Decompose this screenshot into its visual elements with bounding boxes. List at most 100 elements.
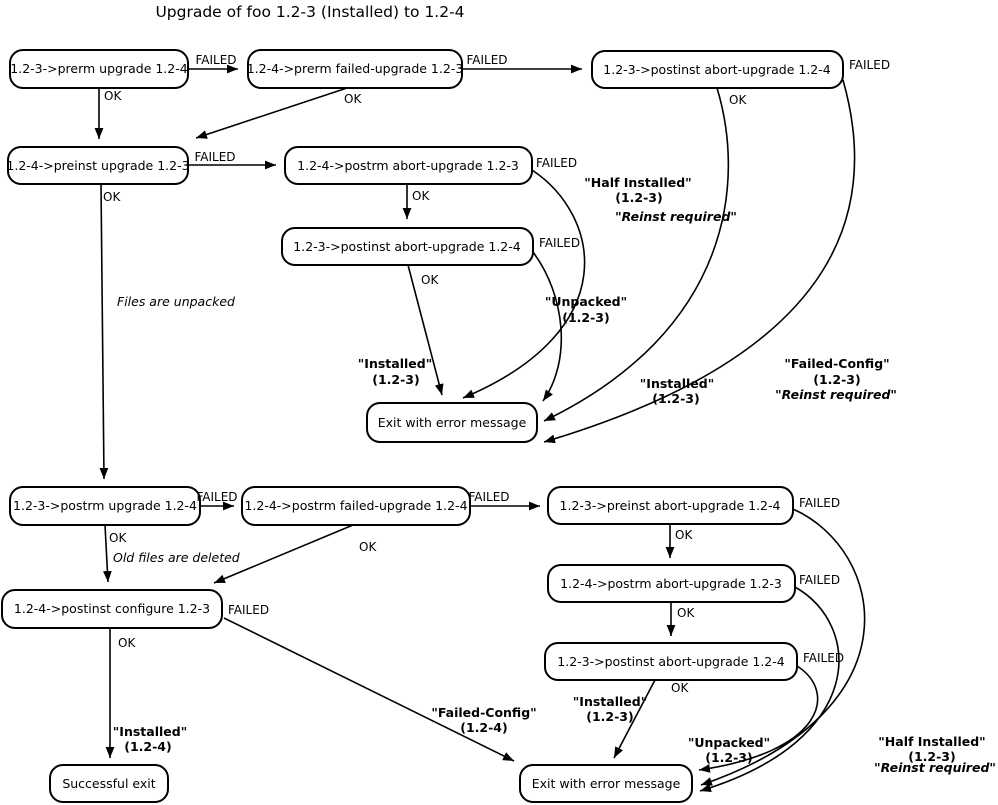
node-preinst-upgrade: 1.2-4->preinst upgrade 1.2-3	[6, 146, 190, 185]
node-postrm-failed-upgrade: 1.2-4->postrm failed-upgrade 1.2-4	[241, 486, 471, 526]
state-half-installed-top-line2: (1.2-3)	[615, 190, 662, 205]
label-failed-postinst-abort-2: FAILED	[539, 236, 580, 250]
node-exit-error-1-label: Exit with error message	[378, 415, 527, 430]
state-half-installed-bottom-line2: (1.2-3)	[908, 749, 955, 764]
label-ok-postinst-configure: OK	[118, 636, 136, 650]
state-failed-config-bottom-line1: "Failed-Config"	[431, 705, 536, 720]
state-half-installed-top-line3: "Reinst required"	[615, 209, 737, 224]
node-postinst-configure-label: 1.2-4->postinst configure 1.2-3	[14, 601, 210, 616]
node-postinst-abort-3: 1.2-3->postinst abort-upgrade 1.2-4	[544, 642, 798, 681]
state-installed-mid-left-line1: "Installed"	[358, 356, 432, 371]
node-preinst-upgrade-box	[7, 146, 189, 185]
state-installed-mid-right: "Installed" (1.2-3)	[640, 376, 714, 406]
node-postrm-abort-1-box	[284, 146, 533, 185]
node-postinst-abort-2: 1.2-3->postinst abort-upgrade 1.2-4	[281, 227, 534, 266]
node-postinst-configure: 1.2-4->postinst configure 1.2-3	[1, 589, 223, 629]
state-installed-mid-right-line1: "Installed"	[640, 376, 714, 391]
edge-postrm-failed-upgrade-ok	[213, 524, 354, 584]
node-postinst-configure-box	[1, 589, 223, 629]
node-postinst-abort-3-box	[544, 642, 798, 681]
node-preinst-abort-label: 1.2-3->preinst abort-upgrade 1.2-4	[560, 498, 781, 513]
node-exit-error-2: Exit with error message	[519, 764, 693, 803]
node-postrm-abort-1: 1.2-4->postrm abort-upgrade 1.2-3	[284, 146, 533, 185]
node-prerm-failed-upgrade-box	[247, 49, 463, 89]
label-failed-postrm-upgrade: FAILED	[196, 490, 237, 504]
state-unpacked-mid-line1: "Unpacked"	[545, 294, 627, 309]
state-failed-config-bottom-line2: (1.2-4)	[460, 720, 507, 735]
label-failed-postinst-abort-3: FAILED	[803, 651, 844, 665]
label-failed-preinst-abort: FAILED	[799, 496, 840, 510]
state-half-installed-bottom-line1: "Half Installed"	[878, 734, 985, 749]
node-postrm-failed-upgrade-label: 1.2-4->postrm failed-upgrade 1.2-4	[244, 498, 467, 513]
edge-postinst-abort-2-ok	[407, 264, 444, 396]
label-failed-postinst-configure: FAILED	[228, 603, 269, 617]
edge-postrm-abort-1-failed	[462, 169, 586, 399]
state-failed-config-mid-line3: "Reinst required"	[775, 387, 897, 402]
state-installed-bottom-mid-line2: (1.2-3)	[586, 709, 633, 724]
node-preinst-abort: 1.2-3->preinst abort-upgrade 1.2-4	[547, 486, 794, 525]
state-unpacked-mid-line2: (1.2-3)	[562, 310, 609, 325]
node-postinst-abort-3-label: 1.2-3->postinst abort-upgrade 1.2-4	[557, 654, 784, 669]
label-ok-postrm-upgrade: OK	[109, 531, 127, 545]
label-ok-postrm-failed-upgrade: OK	[359, 540, 377, 554]
edge-postinst-abort-1-ok	[543, 87, 730, 422]
state-installed-bottom-mid-line1: "Installed"	[573, 694, 647, 709]
label-ok-postrm-abort-1: OK	[412, 189, 430, 203]
node-postinst-abort-2-box	[281, 227, 534, 266]
edge-postinst-abort-1-failed	[543, 79, 856, 444]
state-failed-config-mid-line2: (1.2-3)	[813, 372, 860, 387]
node-prerm-failed-upgrade-label: 1.2-4->prerm failed-upgrade 1.2-3	[247, 61, 464, 76]
node-successful-exit-box	[49, 764, 169, 803]
state-installed-bottom-mid: "Installed" (1.2-3)	[573, 694, 647, 724]
node-exit-error-2-box	[519, 764, 693, 803]
node-prerm-upgrade-label: 1.2-3->prerm upgrade 1.2-4	[10, 61, 187, 76]
node-exit-error-1-box	[366, 402, 538, 443]
node-successful-exit-label: Successful exit	[62, 776, 155, 791]
edge-postinst-abort-2-failed	[532, 251, 563, 402]
note-files-unpacked: Files are unpacked	[117, 294, 235, 309]
node-exit-error-1: Exit with error message	[366, 402, 538, 443]
node-postrm-upgrade-box	[9, 486, 201, 526]
state-installed-mid-right-line2: (1.2-3)	[652, 391, 699, 406]
node-preinst-upgrade-label: 1.2-4->preinst upgrade 1.2-3	[6, 158, 189, 173]
label-failed-postinst-abort-1: FAILED	[849, 58, 890, 72]
node-postrm-abort-2-label: 1.2-4->postrm abort-upgrade 1.2-3	[560, 576, 782, 591]
state-installed-bottom-left-line1: "Installed"	[113, 724, 187, 739]
label-ok-postrm-abort-2: OK	[677, 606, 695, 620]
state-installed-bottom-left-line2: (1.2-4)	[124, 739, 171, 754]
label-failed-postrm-abort-1: FAILED	[536, 156, 577, 170]
node-exit-error-2-label: Exit with error message	[532, 776, 681, 791]
state-half-installed-bottom: "Half Installed" (1.2-3) "Reinst require…	[874, 734, 996, 775]
edge-prerm-failed-upgrade-ok	[195, 87, 348, 139]
node-successful-exit: Successful exit	[49, 764, 169, 803]
edge-preinst-abort-failed	[700, 508, 866, 786]
state-installed-bottom-left: "Installed" (1.2-4)	[113, 724, 187, 754]
node-postrm-upgrade: 1.2-3->postrm upgrade 1.2-4	[9, 486, 201, 526]
label-failed-preinst-upgrade: FAILED	[194, 150, 235, 164]
label-ok-preinst-upgrade: OK	[103, 190, 121, 204]
node-postrm-failed-upgrade-box	[241, 486, 471, 526]
label-failed-prerm-failed-upgrade: FAILED	[466, 53, 507, 67]
node-postrm-abort-1-label: 1.2-4->postrm abort-upgrade 1.2-3	[297, 158, 519, 173]
diagram-title: Upgrade of foo 1.2-3 (Installed) to 1.2-…	[155, 3, 464, 21]
label-failed-postrm-abort-2: FAILED	[799, 573, 840, 587]
label-failed-postrm-failed-upgrade: FAILED	[468, 490, 509, 504]
label-ok-postinst-abort-3: OK	[671, 681, 689, 695]
edge-postinst-abort-3-failed	[698, 665, 819, 773]
state-half-installed-top: "Half Installed" (1.2-3) "Reinst require…	[584, 175, 737, 224]
state-unpacked-bottom-line2: (1.2-3)	[705, 750, 752, 765]
state-unpacked-mid: "Unpacked" (1.2-3)	[545, 294, 627, 325]
node-postinst-abort-1: 1.2-3->postinst abort-upgrade 1.2-4	[591, 50, 844, 89]
state-failed-config-mid-line1: "Failed-Config"	[784, 356, 889, 371]
state-half-installed-top-line1: "Half Installed"	[584, 175, 691, 190]
node-postinst-abort-2-label: 1.2-3->postinst abort-upgrade 1.2-4	[293, 239, 520, 254]
label-ok-postinst-abort-1: OK	[729, 93, 747, 107]
node-postinst-abort-1-label: 1.2-3->postinst abort-upgrade 1.2-4	[603, 62, 830, 77]
state-unpacked-bottom-line1: "Unpacked"	[688, 735, 770, 750]
edge-postinst-configure-failed	[223, 617, 515, 762]
state-failed-config-bottom: "Failed-Config" (1.2-4)	[431, 705, 536, 735]
state-failed-config-mid: "Failed-Config" (1.2-3) "Reinst required…	[775, 356, 897, 402]
node-prerm-upgrade: 1.2-3->prerm upgrade 1.2-4	[9, 49, 189, 89]
edge-postinst-abort-3-ok	[613, 679, 656, 759]
